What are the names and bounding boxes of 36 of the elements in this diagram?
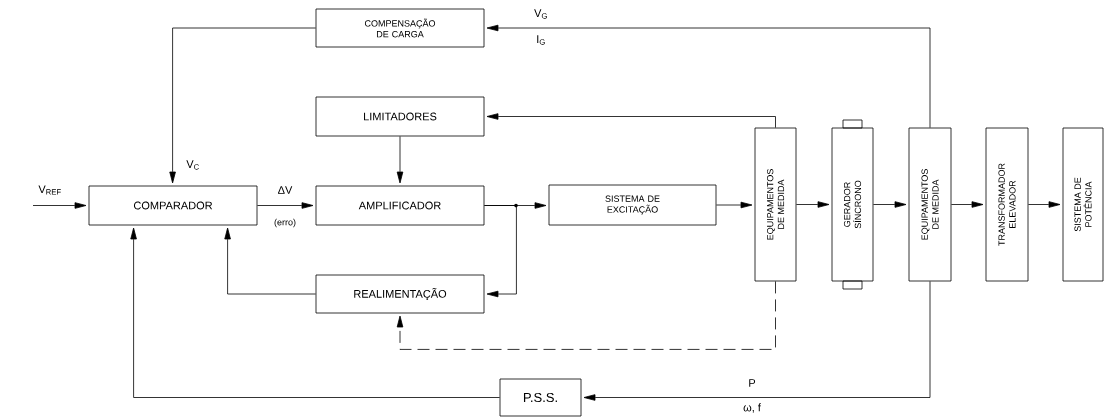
arrow [484, 205, 517, 298]
dashed-arrow [396, 281, 776, 350]
block-box: COMPARADOR [88, 185, 258, 226]
arrow [130, 227, 500, 398]
signal-label: ω, f [743, 403, 761, 413]
block-box: SISTEMA DE POTÊNCIA [1062, 127, 1104, 282]
block-box: EQUIPAMENTOS DE MEDIDA [754, 127, 797, 282]
block-box: P.S.S. [499, 378, 582, 417]
arrow [396, 136, 404, 184]
edge-label: ΔV [278, 186, 293, 194]
block-box: REALIMENTAÇÃO [315, 274, 485, 314]
arrow [951, 201, 984, 208]
arrow [583, 281, 931, 401]
edge-label: V$_{REF}$ [38, 185, 61, 195]
generator-box: GERADOR SÍNCRONO [831, 119, 874, 290]
edge-label: P [749, 379, 756, 387]
block-box: COMPENSAÇÃO DE CARGA [315, 8, 485, 48]
arrow [796, 201, 830, 208]
block-box: SISTEMA DE EXCITAÇÃO [548, 184, 717, 226]
arrow [716, 201, 753, 209]
arrow [486, 113, 776, 128]
edge-label: V$_{C}$ [186, 160, 199, 170]
block-box: LIMITADORES [315, 96, 485, 137]
arrow [32, 202, 87, 209]
arrow [1028, 201, 1061, 208]
edge-label: V$_{G}$ [534, 9, 547, 19]
block-box: AMPLIFICADOR [315, 185, 485, 226]
block-box: EQUIPAMENTOS DE MEDIDA [908, 127, 952, 282]
arrow [486, 24, 931, 128]
arrow [224, 227, 316, 295]
signal-label: I$_{G}$ [537, 35, 545, 45]
arrow [169, 27, 316, 184]
arrow [873, 201, 907, 208]
block-box: TRANSFORMADOR ELEVADOR [985, 127, 1029, 282]
signal-label: (erro) [274, 218, 296, 228]
arrow [257, 202, 314, 209]
